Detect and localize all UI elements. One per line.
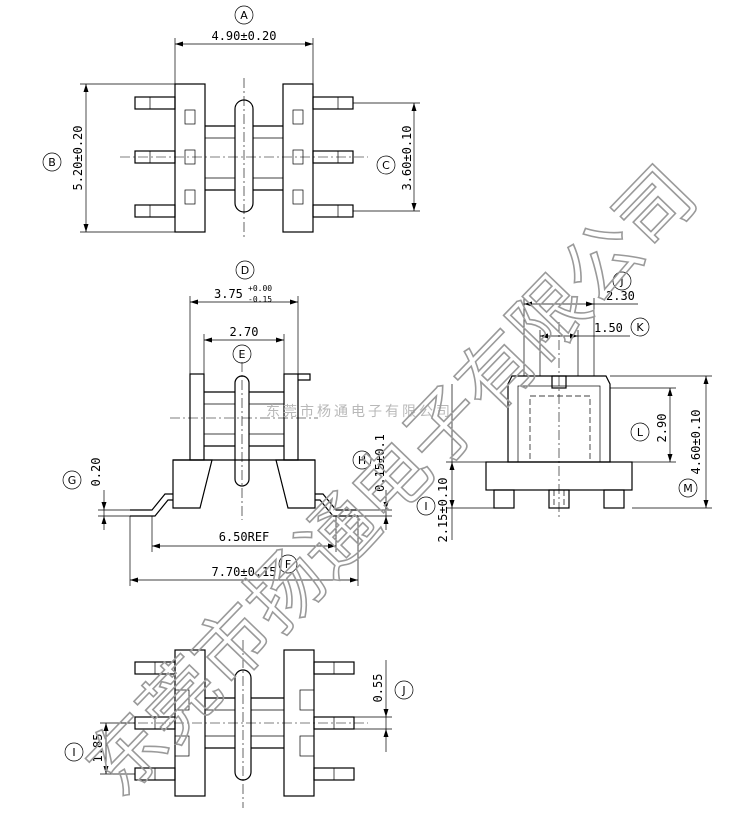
dim-d-tol-upper: +0.00 <box>248 284 272 293</box>
watermark-small: 东莞市杨通电子有限公司 <box>266 403 453 420</box>
dim-b-value: 5.20±0.20 <box>71 125 85 190</box>
callout-g: G <box>68 474 77 487</box>
callout-j: J <box>619 275 623 288</box>
callout-m: M <box>683 482 693 495</box>
callout-c: C <box>382 159 390 172</box>
dim-ref-value: 6.50REF <box>219 530 270 544</box>
bottom-view: J 0.55 I 1.85 <box>64 640 414 808</box>
dim-d-value: 3.75 <box>214 287 243 301</box>
side-view: J 2.30 K 1.50 L 2.90 M 4.60±0.10 I 2.15± <box>416 271 712 543</box>
dim-d-tol-lower: -0.15 <box>248 295 272 304</box>
callout-k: K <box>636 321 644 334</box>
dim-l-value: 2.90 <box>655 414 669 443</box>
dim-f-value: 7.70±0.15 <box>211 565 276 579</box>
dim-c-value: 3.60±0.10 <box>400 125 414 190</box>
callout-i: I <box>424 500 427 513</box>
dim-i-bottom-value: 1.85 <box>91 734 105 763</box>
callout-e: E <box>239 348 246 361</box>
front-view: D 3.75 +0.00 -0.15 E 2.70 G 0.20 H 0.15±… <box>62 260 392 586</box>
callout-h: H <box>358 454 366 467</box>
dim-m-value: 4.60±0.10 <box>689 409 703 474</box>
callout-b: B <box>48 156 56 169</box>
callout-f: F <box>285 558 291 571</box>
dim-e-value: 2.70 <box>230 325 259 339</box>
callout-a: A <box>240 9 248 22</box>
dim-i-value: 2.15±0.10 <box>436 477 450 542</box>
callout-d: D <box>241 264 249 277</box>
callout-l: L <box>637 426 644 439</box>
watermark-large: 东莞市扬通电子有限公司 <box>69 149 714 812</box>
dim-a-value: 4.90±0.20 <box>211 29 276 43</box>
dim-j-bottom-value: 0.55 <box>371 674 385 703</box>
dim-j-value: 2.30 <box>606 289 635 303</box>
top-view: A 4.90±0.20 B 5.20±0.20 C 3.60±0.10 <box>42 5 420 238</box>
dim-k-value: 1.50 <box>594 321 623 335</box>
callout-j-bottom: J <box>401 684 405 697</box>
callout-i-bottom: I <box>72 746 75 759</box>
dim-g-value: 0.20 <box>89 458 103 487</box>
dim-h-value: 0.15±0.1 <box>373 434 387 492</box>
